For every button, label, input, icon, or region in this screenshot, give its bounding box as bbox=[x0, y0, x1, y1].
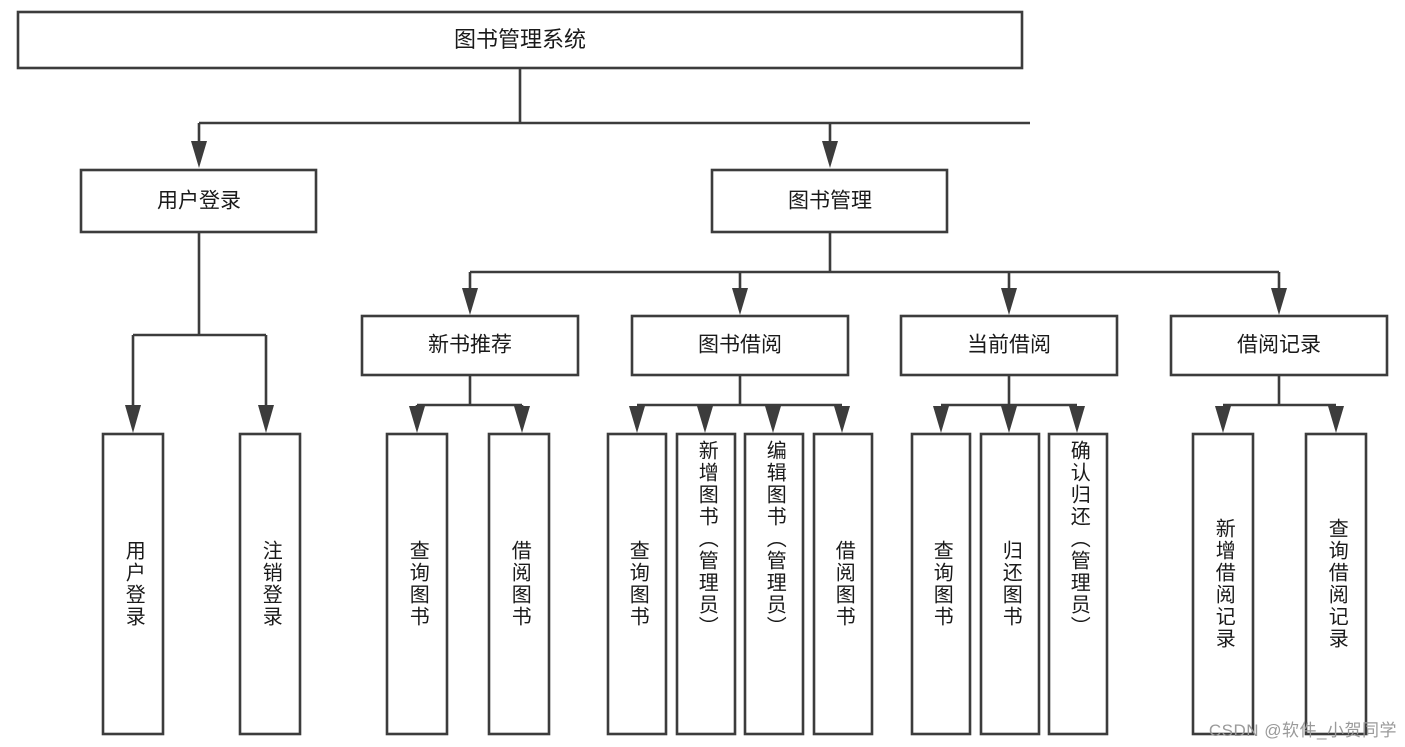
leaf-box-current-borrow-2[interactable] bbox=[979, 432, 1041, 736]
leaf-box-new-book-2[interactable] bbox=[487, 432, 551, 736]
node-root[interactable]: 图书管理系统 bbox=[16, 10, 1024, 70]
arrowhead-l3-new-book bbox=[462, 288, 478, 315]
arrowhead-l3-borrow-record bbox=[1271, 288, 1287, 315]
node-book-borrow[interactable]: 图书借阅 bbox=[630, 314, 850, 377]
book-management-label: 图书管理 bbox=[788, 190, 872, 213]
leaf-box-borrow-record-2[interactable] bbox=[1304, 432, 1368, 736]
node-borrow-record[interactable]: 借阅记录 bbox=[1169, 314, 1389, 377]
arrowhead-l3-current-borrow bbox=[1001, 288, 1017, 315]
leaf-box-user-login-2[interactable] bbox=[238, 432, 302, 736]
leaf-group-user-login bbox=[101, 432, 302, 736]
arrowhead-nb-leaf-2 bbox=[514, 406, 530, 433]
arrowhead-book-mgmt bbox=[822, 141, 838, 168]
arrowhead-br-leaf-2 bbox=[1328, 406, 1344, 433]
leaf-box-user-login-1[interactable] bbox=[101, 432, 165, 736]
borrow-record-label: 借阅记录 bbox=[1237, 334, 1321, 357]
arrowhead-cb-leaf-2 bbox=[1001, 406, 1017, 433]
connector-group-borrow-record bbox=[1215, 375, 1344, 433]
connector-group-current-borrow bbox=[933, 375, 1085, 433]
user-login-box[interactable] bbox=[79, 168, 318, 234]
connector-group-new-book bbox=[409, 375, 530, 433]
leaf-box-current-borrow-1[interactable] bbox=[910, 432, 972, 736]
arrowhead-nb-leaf-1 bbox=[409, 406, 425, 433]
watermark-label: CSDN @软件_小贺同学 bbox=[1208, 721, 1397, 740]
node-new-book-recommend[interactable]: 新书推荐 bbox=[360, 314, 580, 377]
leaf-group-new-book bbox=[385, 432, 551, 736]
connector-group-book-mgmt bbox=[462, 232, 1287, 315]
node-user-login[interactable]: 用户登录 bbox=[79, 168, 318, 234]
connector-group-user-login bbox=[125, 232, 274, 433]
connector-group-book-borrow bbox=[629, 375, 850, 433]
leaf-group-book-borrow bbox=[606, 432, 874, 736]
connector-group-root bbox=[191, 68, 1030, 168]
new-book-recommend-label: 新书推荐 bbox=[428, 334, 512, 357]
current-borrow-box[interactable] bbox=[899, 314, 1119, 377]
arrowhead-cb-leaf-1 bbox=[933, 406, 949, 433]
leaf-box-borrow-record-1[interactable] bbox=[1191, 432, 1255, 736]
book-borrow-box[interactable] bbox=[630, 314, 850, 377]
root-label: 图书管理系统 bbox=[454, 27, 586, 52]
leaf-group-borrow-record bbox=[1191, 432, 1368, 736]
leaf-box-new-book-1[interactable] bbox=[385, 432, 449, 736]
current-borrow-label: 当前借阅 bbox=[967, 334, 1051, 357]
arrowhead-ul-leaf-2 bbox=[258, 405, 274, 433]
borrow-record-box[interactable] bbox=[1169, 314, 1389, 377]
leaf-box-book-borrow-4[interactable] bbox=[812, 432, 874, 736]
leaf-box-book-borrow-1[interactable] bbox=[606, 432, 668, 736]
arrowhead-br-leaf-1 bbox=[1215, 406, 1231, 433]
arrowhead-bb-leaf-2 bbox=[697, 406, 713, 433]
node-current-borrow[interactable]: 当前借阅 bbox=[899, 314, 1119, 377]
root-box[interactable] bbox=[16, 10, 1024, 70]
arrowhead-ul-leaf-1 bbox=[125, 405, 141, 433]
node-book-management[interactable]: 图书管理 bbox=[710, 168, 949, 234]
arrowhead-cb-leaf-3 bbox=[1069, 406, 1085, 433]
book-borrow-label: 图书借阅 bbox=[698, 334, 782, 357]
leaf-box-current-borrow-3[interactable] bbox=[1047, 432, 1109, 736]
leaf-group-current-borrow bbox=[910, 432, 1109, 736]
leaf-box-book-borrow-3[interactable] bbox=[743, 432, 805, 736]
book-management-box[interactable] bbox=[710, 168, 949, 234]
arrowhead-bb-leaf-4 bbox=[834, 406, 850, 433]
arrowhead-user-login bbox=[191, 141, 207, 168]
leaf-box-book-borrow-2[interactable] bbox=[675, 432, 737, 736]
new-book-recommend-box[interactable] bbox=[360, 314, 580, 377]
user-login-label: 用户登录 bbox=[157, 190, 241, 213]
arrowhead-bb-leaf-3 bbox=[765, 406, 781, 433]
arrowhead-l3-book-borrow bbox=[732, 288, 748, 315]
arrowhead-bb-leaf-1 bbox=[629, 406, 645, 433]
